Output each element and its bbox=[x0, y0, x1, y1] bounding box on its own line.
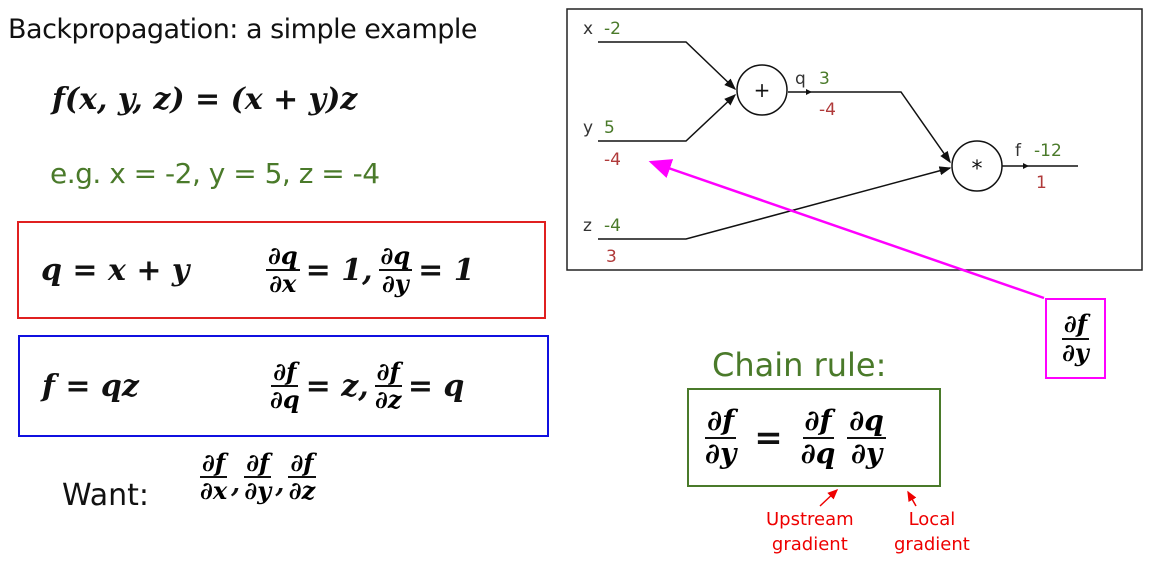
numerator: ∂f bbox=[374, 356, 402, 387]
denominator: ∂x bbox=[269, 269, 297, 298]
chain-rule-label: Chain rule: bbox=[712, 346, 887, 384]
want-label: Want: bbox=[62, 478, 150, 513]
label-line: gradient bbox=[771, 534, 848, 556]
local-gradient-label: Local gradient bbox=[894, 507, 970, 557]
q-value: 3 bbox=[819, 69, 830, 89]
local-arrow bbox=[907, 490, 917, 507]
f-equation-box: f = qz ∂f∂q = z, ∂f∂z = q bbox=[18, 335, 549, 437]
numerator: ∂q bbox=[378, 240, 413, 271]
q-label: q bbox=[795, 69, 806, 89]
upstream-gradient-label: Upstream gradient bbox=[766, 507, 854, 557]
wanted-gradients: ∂f∂x , ∂f∂y , ∂f∂z bbox=[200, 448, 316, 506]
df-dx-fraction: ∂f∂x bbox=[200, 448, 228, 506]
numerator: ∂f bbox=[802, 403, 834, 439]
separator: , bbox=[231, 469, 241, 500]
numerator: ∂f bbox=[288, 448, 316, 479]
z-value: -4 bbox=[604, 216, 621, 236]
q-definition: q = x + y bbox=[41, 252, 190, 288]
z-gradient: 3 bbox=[606, 247, 617, 267]
dq-dy-fraction: ∂q∂y bbox=[378, 240, 413, 298]
denominator: ∂q bbox=[800, 436, 836, 470]
denominator: ∂y bbox=[705, 436, 737, 470]
df-dq-value: = z, bbox=[305, 368, 369, 404]
label-line: Local bbox=[908, 509, 956, 530]
numerator: ∂f bbox=[200, 448, 228, 479]
f-label: f bbox=[1015, 141, 1022, 161]
upstream-arrow bbox=[819, 488, 839, 507]
example-values: e.g. x = -2, y = 5, z = -4 bbox=[50, 157, 380, 190]
numerator: ∂q bbox=[847, 403, 886, 439]
y-gradient: -4 bbox=[604, 150, 621, 170]
f-definition: f = qz bbox=[42, 368, 139, 404]
numerator: ∂q bbox=[266, 240, 300, 271]
z-label: z bbox=[583, 216, 592, 236]
denominator: ∂z bbox=[288, 476, 316, 506]
dq-dy-value: = 1 bbox=[418, 252, 475, 288]
denominator: ∂x bbox=[200, 476, 228, 506]
df-dq-fraction: ∂f∂q bbox=[270, 356, 300, 414]
multiply-operator: * bbox=[972, 157, 983, 182]
local-term: ∂q∂y bbox=[847, 403, 886, 470]
q-edge bbox=[788, 91, 951, 164]
denominator: ∂y bbox=[381, 269, 409, 298]
separator: , bbox=[275, 469, 285, 500]
callout-arrow bbox=[648, 159, 1045, 300]
z-edge bbox=[598, 166, 952, 240]
label-line: gradient bbox=[894, 534, 970, 556]
y-edge bbox=[598, 93, 737, 142]
df-dy-callout: ∂f∂y bbox=[1061, 309, 1090, 367]
slide-title: Backpropagation: a simple example bbox=[8, 14, 478, 45]
add-operator: + bbox=[754, 78, 771, 102]
graph-frame bbox=[566, 8, 1143, 271]
callout-box: ∂f∂y bbox=[1045, 298, 1106, 379]
denominator: ∂y bbox=[1062, 337, 1089, 367]
q-gradient: -4 bbox=[819, 100, 836, 120]
y-label: y bbox=[583, 118, 593, 138]
denominator: ∂y bbox=[244, 476, 272, 506]
f-gradient: 1 bbox=[1036, 173, 1047, 193]
denominator: ∂y bbox=[850, 436, 883, 470]
dq-dx-fraction: ∂q∂x bbox=[266, 240, 300, 298]
chain-rule-box: ∂f∂y = ∂f∂q ∂q∂y bbox=[687, 388, 941, 487]
f-value: -12 bbox=[1034, 141, 1062, 161]
computational-graph: x -2 y 5 -4 z -4 3 q 3 -4 f -12 1 + * bbox=[566, 8, 1143, 271]
x-label: x bbox=[583, 19, 593, 39]
denominator: ∂q bbox=[270, 385, 300, 414]
df-dz-value: = q bbox=[407, 368, 465, 404]
multiply-node bbox=[951, 140, 1003, 192]
equals-sign: = bbox=[754, 417, 783, 458]
y-value: 5 bbox=[604, 118, 615, 138]
function-definition: f(x, y, z) = (x + y)z bbox=[52, 82, 358, 117]
numerator: ∂f bbox=[271, 356, 299, 387]
numerator: ∂f bbox=[705, 403, 737, 439]
denominator: ∂z bbox=[375, 385, 402, 414]
x-value: -2 bbox=[604, 19, 621, 39]
upstream-term: ∂f∂q bbox=[800, 403, 836, 470]
add-node bbox=[736, 64, 788, 116]
q-equation-box: q = x + y ∂q∂x = 1, ∂q∂y = 1 bbox=[17, 221, 546, 319]
x-edge bbox=[598, 41, 737, 91]
chain-lhs: ∂f∂y bbox=[705, 403, 737, 470]
numerator: ∂f bbox=[244, 448, 272, 479]
label-line: Upstream bbox=[766, 509, 854, 530]
df-dy-fraction: ∂f∂y bbox=[244, 448, 272, 506]
df-dz-fraction: ∂f∂z bbox=[374, 356, 402, 414]
df-dz-fraction: ∂f∂z bbox=[288, 448, 316, 506]
numerator: ∂f bbox=[1061, 309, 1090, 340]
dq-dx-value: = 1, bbox=[305, 252, 373, 288]
